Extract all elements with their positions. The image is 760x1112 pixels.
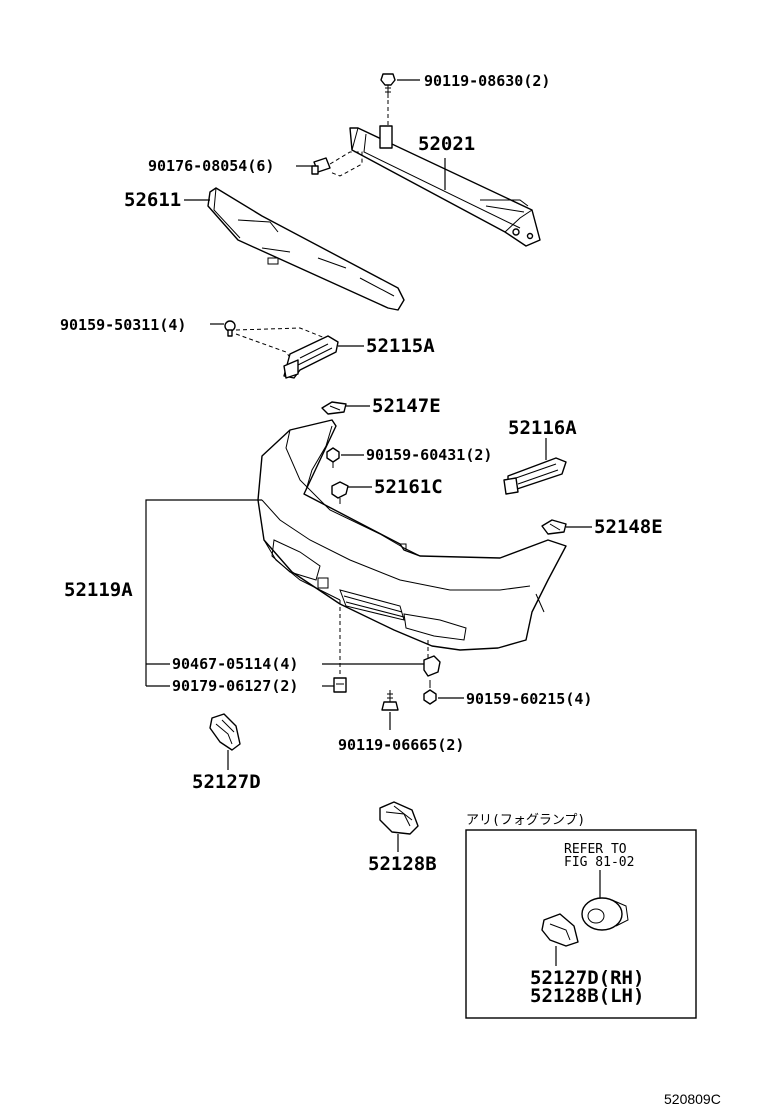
label-52127D: 52127D [192,771,261,793]
clip-52161C-icon [331,481,349,504]
inset-fog-cover-icon [541,913,579,947]
inset-title: アリ(フォグランプ) [466,813,585,828]
screw-90159-60215-icon [423,680,437,705]
fog-lamp-cover-52128B [379,801,419,835]
inset-box [465,829,697,1019]
label-90176-08054: 90176-08054(6) [148,157,274,175]
label-52611: 52611 [124,189,181,211]
nut-90179-06127-icon [333,677,347,693]
screw-90159-50311-icon [224,320,236,337]
label-90159-60431: 90159-60431(2) [366,446,492,464]
inset-label-lh: 52128B(LH) [530,985,644,1007]
label-52021: 52021 [418,133,475,155]
label-90119-08630: 90119-08630(2) [424,72,550,90]
screw-90119-06665-icon [381,690,399,711]
refer-line-2: FIG 81-02 [564,855,634,870]
screw-90159-60431-icon [326,447,340,468]
label-90179-06127: 90179-06127(2) [172,677,298,695]
label-52148E: 52148E [594,516,663,538]
label-52128B: 52128B [368,853,437,875]
label-90159-50311: 90159-50311(4) [60,316,186,334]
label-52147E: 52147E [372,395,441,417]
bracket-52116A [503,457,567,495]
label-52115A: 52115A [366,335,435,357]
clip-52147E-icon [321,401,347,415]
energy-absorber-52611 [207,187,405,311]
fog-lamp-icon [581,897,629,931]
figure-code: 520809C [664,1091,721,1107]
clip-90467-05114-icon [423,655,441,677]
label-90119-06665: 90119-06665(2) [338,736,464,754]
label-52116A: 52116A [508,417,577,439]
label-52119A: 52119A [64,579,133,601]
bumper-cover-52119A [257,419,567,651]
clip-52148E-icon [541,519,567,535]
refer-line-1: REFER TO [564,842,627,857]
bracket-52115A [283,335,339,379]
fog-lamp-cover-52127D [209,713,241,751]
label-90159-60215: 90159-60215(4) [466,690,592,708]
retainer-90176-08054-icon [311,157,331,175]
inset-label-rh: 52127D(RH) [530,967,644,989]
bolt-90119-08630-icon [380,73,396,130]
label-90467-05114: 90467-05114(4) [172,655,298,673]
label-52161C: 52161C [374,476,443,498]
